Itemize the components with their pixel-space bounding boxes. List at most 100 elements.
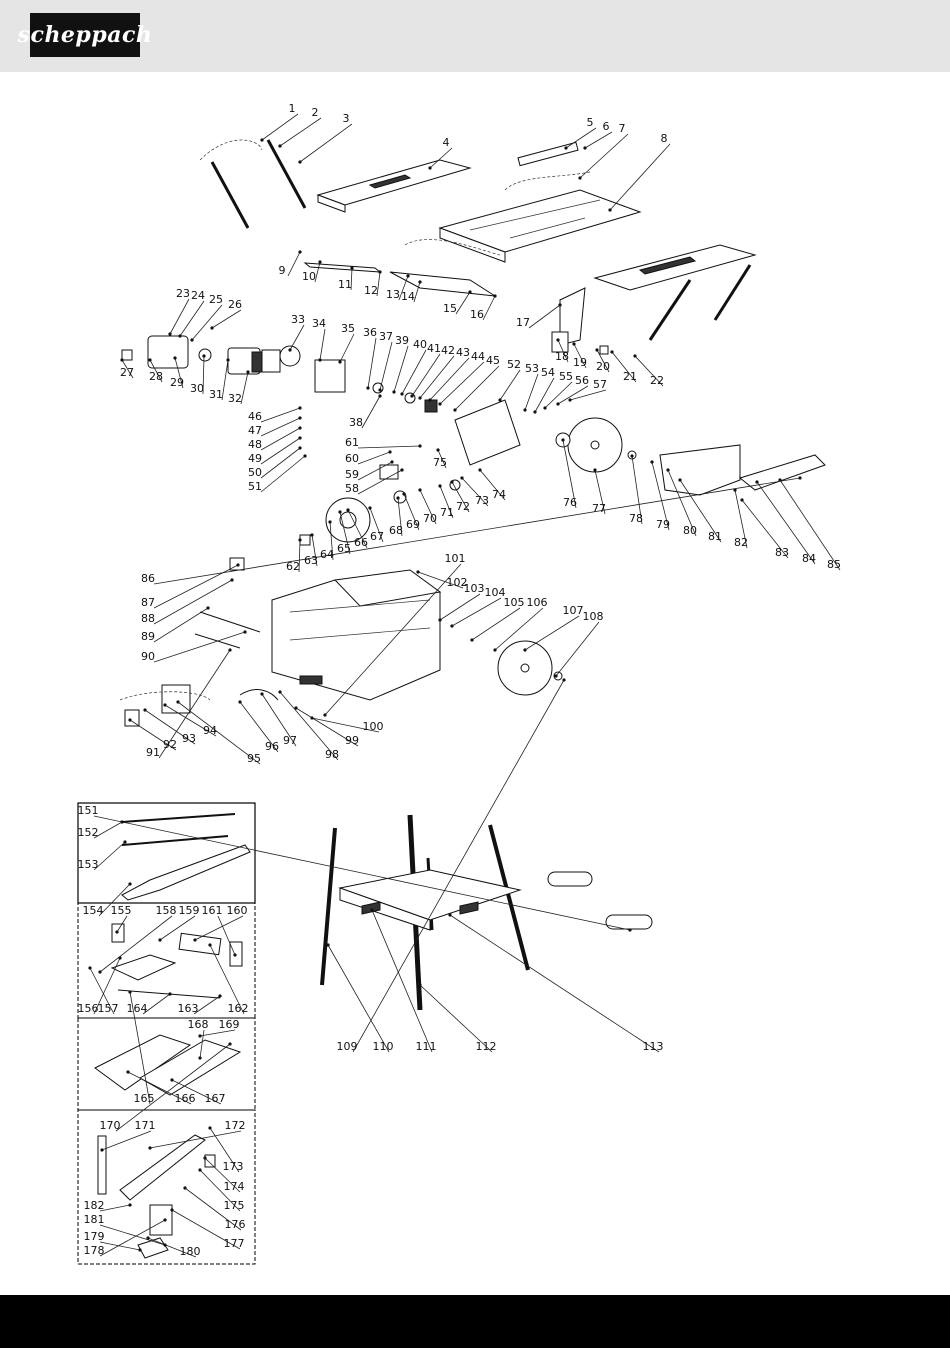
part-label-54: 54 [541,366,555,379]
part-label-73: 73 [475,494,489,507]
leader-line-79 [651,461,670,531]
part-label-174: 174 [224,1180,245,1193]
leader-line-27 [121,359,134,379]
leader-point-155 [115,930,119,934]
accessory-drawing [94,813,251,1259]
leader-point-52 [498,398,502,402]
part-label-104: 104 [485,586,506,599]
part-label-179: 179 [84,1230,105,1243]
part-label-51: 51 [248,480,262,493]
leader-point-80 [666,468,670,472]
leader-point-153 [123,840,127,844]
accessory-box-extension [77,1017,256,1111]
leader-line-81 [679,479,722,543]
leader-line-75 [437,449,447,469]
leader-point-102 [416,570,420,574]
leader-point-72 [450,480,454,484]
leader-line-70 [419,489,437,525]
leader-point-93 [143,708,147,712]
leader-line-60 [357,451,391,465]
part-label-176: 176 [225,1218,246,1231]
part-label-15: 15 [443,302,457,315]
leader-point-109 [562,678,566,682]
leader-point-108 [554,674,558,678]
part-label-55: 55 [559,370,573,383]
leader-point-35 [338,360,342,364]
part-label-151: 151 [78,804,99,817]
leader-line-23 [169,298,190,335]
leader-point-90 [243,630,247,634]
leader-line-176 [184,1187,242,1231]
part-label-91: 91 [146,746,160,759]
leader-line-86 [153,477,801,585]
part-label-23: 23 [176,287,190,300]
leader-line-76 [562,439,577,509]
part-label-163: 163 [178,1002,199,1015]
leader-point-154 [128,882,132,886]
leader-line-157 [89,967,115,1015]
part-label-67: 67 [370,530,384,543]
leader-point-54 [533,410,537,414]
leader-line-161 [217,915,236,956]
leader-line-51 [260,455,306,493]
part-label-164: 164 [127,1002,148,1015]
leader-point-98 [278,690,282,694]
part-label-72: 72 [456,500,470,513]
part-label-155: 155 [111,904,132,917]
leader-line-22 [634,355,664,387]
part-label-170: 170 [100,1119,121,1132]
part-label-53: 53 [525,362,539,375]
leader-line-46 [260,407,301,423]
leader-point-4 [428,166,432,170]
leader-line-28 [149,359,163,383]
leader-point-60 [388,450,392,454]
leader-point-66 [346,508,350,512]
part-label-66: 66 [354,536,368,549]
leader-line-100 [311,717,380,733]
part-label-40: 40 [413,338,427,351]
page-header: scheppach [0,0,950,72]
leader-point-88 [230,578,234,582]
part-label-19: 19 [573,356,587,369]
leader-line-66 [347,509,368,549]
leader-point-62 [298,538,302,542]
leader-line-153 [93,841,126,871]
leader-line-53 [524,373,539,411]
leader-point-28 [148,358,152,362]
leader-line-112 [419,984,493,1053]
part-label-43: 43 [456,346,470,359]
leader-line-33 [289,324,305,351]
leader-line-55 [544,381,573,409]
part-label-32: 32 [228,392,242,405]
part-label-79: 79 [656,518,670,531]
part-label-100: 100 [363,720,384,733]
leader-point-61 [418,444,422,448]
leader-line-62 [298,539,301,573]
leader-line-21 [611,351,637,383]
leader-point-30 [202,354,206,358]
leader-point-3 [298,160,302,164]
part-label-7: 7 [619,122,626,135]
part-label-175: 175 [224,1199,245,1212]
leader-line-113 [449,914,660,1053]
leader-point-34 [318,358,322,362]
leader-line-164 [142,993,171,1015]
leader-point-31 [226,358,230,362]
leader-point-19 [572,342,576,346]
leader-line-3 [299,123,353,163]
part-label-165: 165 [134,1092,155,1105]
leader-line-83 [741,499,789,559]
leader-line-59 [357,461,393,481]
part-label-71: 71 [440,506,454,519]
leader-point-106 [493,648,497,652]
part-label-70: 70 [423,512,437,525]
part-label-173: 173 [223,1160,244,1173]
part-label-21: 21 [623,370,637,383]
leader-line-5 [565,127,597,149]
leader-line-65 [339,511,351,555]
part-label-62: 62 [286,560,300,573]
leader-point-18 [556,338,560,342]
leader-point-44 [438,402,442,406]
leader-line-18 [557,339,569,363]
leader-point-167 [170,1078,174,1082]
